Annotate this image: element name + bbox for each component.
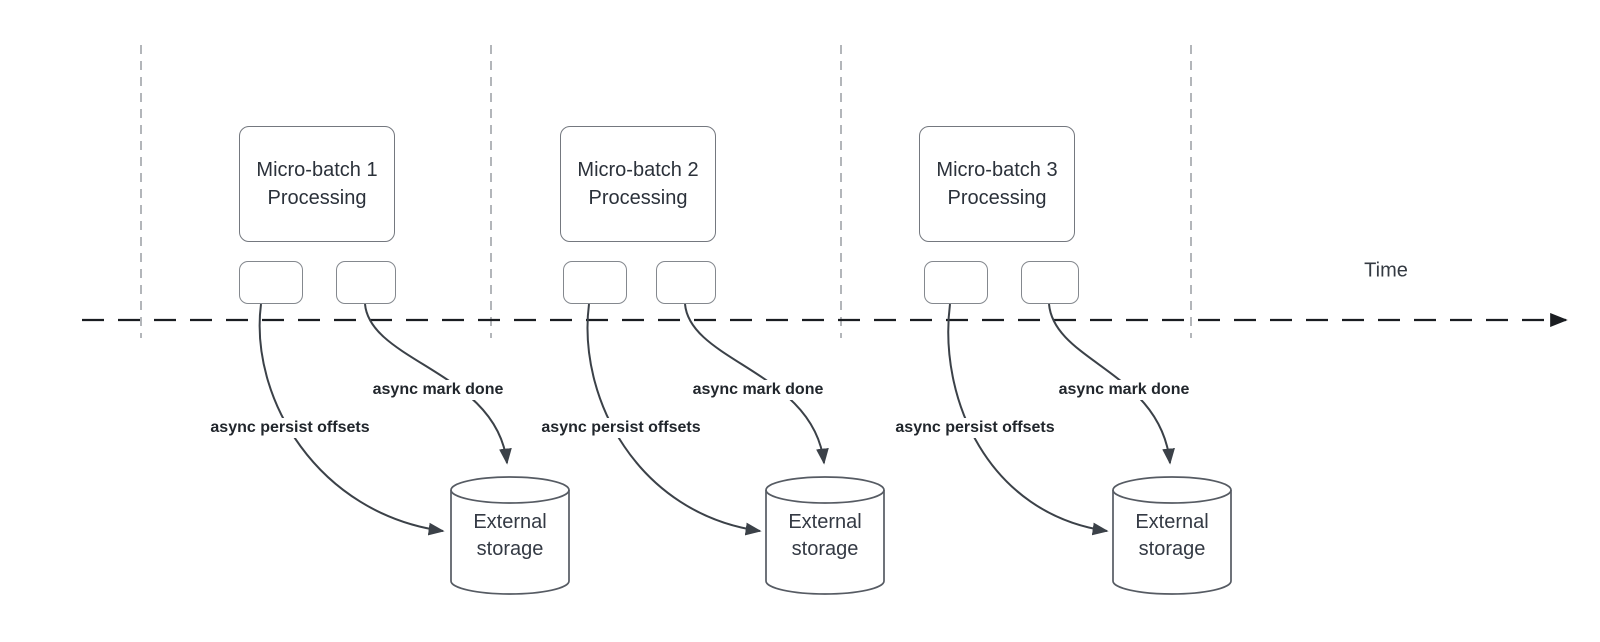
external-storage-2-line2: storage (791, 538, 859, 560)
microbatch-1-title-line2: Processing (267, 187, 367, 209)
microbatch-3-done-task-box (1021, 261, 1079, 304)
external-storage-3-line1: External (1135, 511, 1209, 533)
mark-done-label-3: async mark done (1054, 380, 1194, 400)
microbatch-2-persist-task-box (563, 261, 627, 304)
external-storage-1-line1: External (473, 511, 547, 533)
microbatch-1-done-task-box (336, 261, 396, 304)
microbatch-1-processing-box: Micro-batch 1 Processing (239, 126, 395, 242)
mark-done-arrow-1 (364, 303, 512, 465)
mark-done-arrow-2 (684, 303, 829, 465)
external-storage-1-line2: storage (476, 538, 544, 560)
microbatch-2-done-task-box (656, 261, 716, 304)
microbatch-3-persist-task-box (924, 261, 988, 304)
persist-offsets-label-3: async persist offsets (891, 418, 1059, 438)
microbatch-2-processing-box: Micro-batch 2 Processing (560, 126, 716, 242)
persist-offsets-arrow-1 (258, 303, 445, 536)
storage-cylinder-3 (1112, 476, 1232, 595)
persist-offsets-label-2: async persist offsets (537, 418, 705, 438)
storage-cylinder-3-rim (1112, 489, 1232, 504)
external-storage-2-line1: External (788, 511, 862, 533)
persist-offsets-label-1: async persist offsets (206, 418, 374, 438)
persist-offsets-arrow-3 (947, 303, 1109, 536)
microbatch-2-title-line2: Processing (588, 187, 688, 209)
storage-cylinder-1-rim (450, 489, 570, 504)
microbatch-3-title-line1: Micro-batch 3 (936, 159, 1058, 181)
interval-gridlines (140, 45, 1192, 338)
mark-done-label-2: async mark done (688, 380, 828, 400)
microbatch-3-title-line2: Processing (947, 187, 1047, 209)
storage-cylinder-1 (450, 476, 570, 595)
storage-cylinders (450, 476, 1232, 595)
storage-cylinder-2-rim (765, 489, 885, 504)
microbatch-1-persist-task-box (239, 261, 303, 304)
time-axis-label: Time (1364, 259, 1408, 282)
mark-done-label-1: async mark done (368, 380, 508, 400)
external-storage-label-2: External storage (765, 509, 885, 563)
microbatch-1-title-line1: Micro-batch 1 (256, 159, 378, 181)
storage-cylinder-2 (765, 476, 885, 595)
persist-offsets-arrow-2 (586, 303, 762, 536)
microbatch-3-processing-box: Micro-batch 3 Processing (919, 126, 1075, 242)
external-storage-3-line2: storage (1138, 538, 1206, 560)
mark-done-arrow-3 (1048, 303, 1175, 465)
microbatch-2-title-line1: Micro-batch 2 (577, 159, 699, 181)
external-storage-label-3: External storage (1112, 509, 1232, 563)
external-storage-label-1: External storage (450, 509, 570, 563)
